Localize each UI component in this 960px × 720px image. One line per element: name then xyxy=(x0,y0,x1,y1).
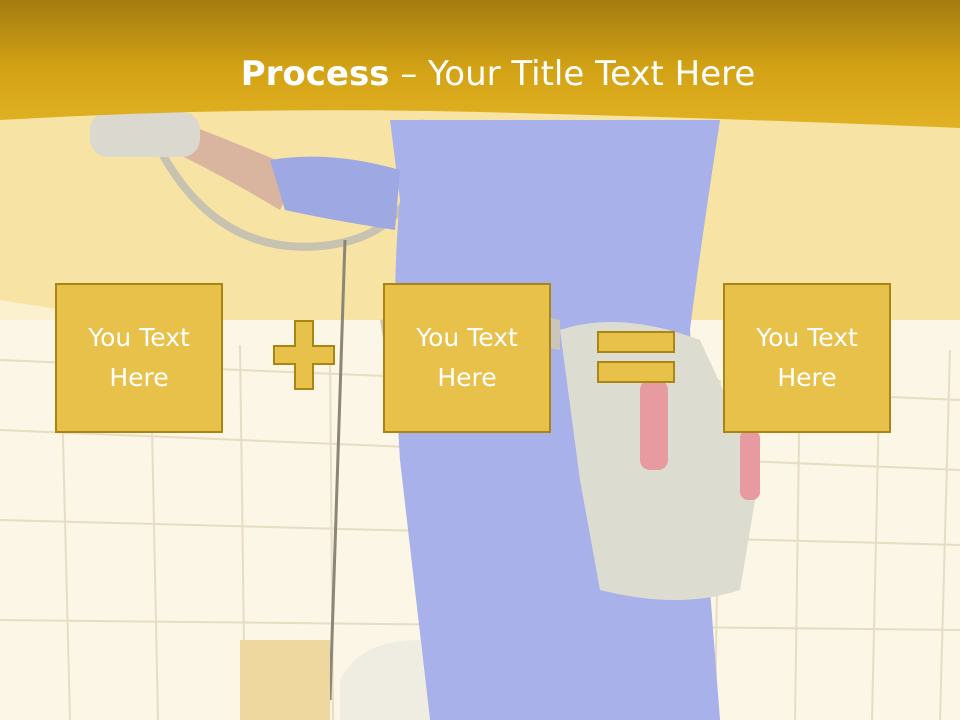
process-box-2[interactable]: You Text Here xyxy=(383,283,551,433)
header-band xyxy=(0,0,960,128)
process-box-1-text: You Text Here xyxy=(88,323,190,392)
process-box-2-text: You Text Here xyxy=(416,323,518,392)
equals-icon xyxy=(597,331,675,383)
process-box-3-text: You Text Here xyxy=(756,323,858,392)
slide-title: Process – Your Title Text Here xyxy=(0,52,960,96)
process-box-1[interactable]: You Text Here xyxy=(55,283,223,433)
title-rest: – Your Title Text Here xyxy=(389,54,756,94)
plus-icon xyxy=(273,320,335,390)
process-box-3[interactable]: You Text Here xyxy=(723,283,891,433)
title-bold: Process xyxy=(240,54,390,94)
